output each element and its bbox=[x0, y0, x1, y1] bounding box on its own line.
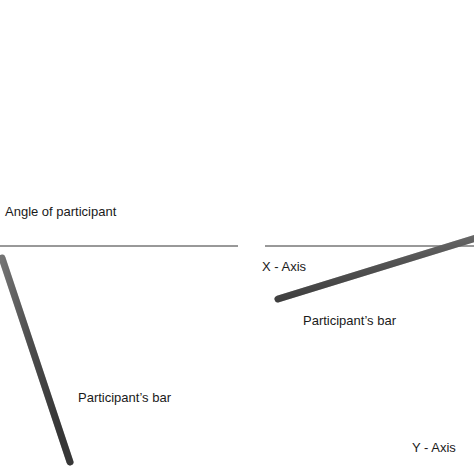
panel-title: Angle of participant bbox=[5, 204, 116, 220]
bar-label: Participant’s bar bbox=[303, 313, 396, 329]
participant-bar bbox=[278, 238, 474, 299]
bar-shade bbox=[278, 238, 474, 299]
axis-label: Y - Axis bbox=[412, 440, 456, 456]
axis-label: X - Axis bbox=[262, 259, 306, 275]
bar-label: Participant’s bar bbox=[78, 390, 171, 406]
bar-shade bbox=[2, 258, 70, 462]
participant-bar bbox=[2, 258, 70, 462]
reference-line bbox=[0, 246, 238, 247]
